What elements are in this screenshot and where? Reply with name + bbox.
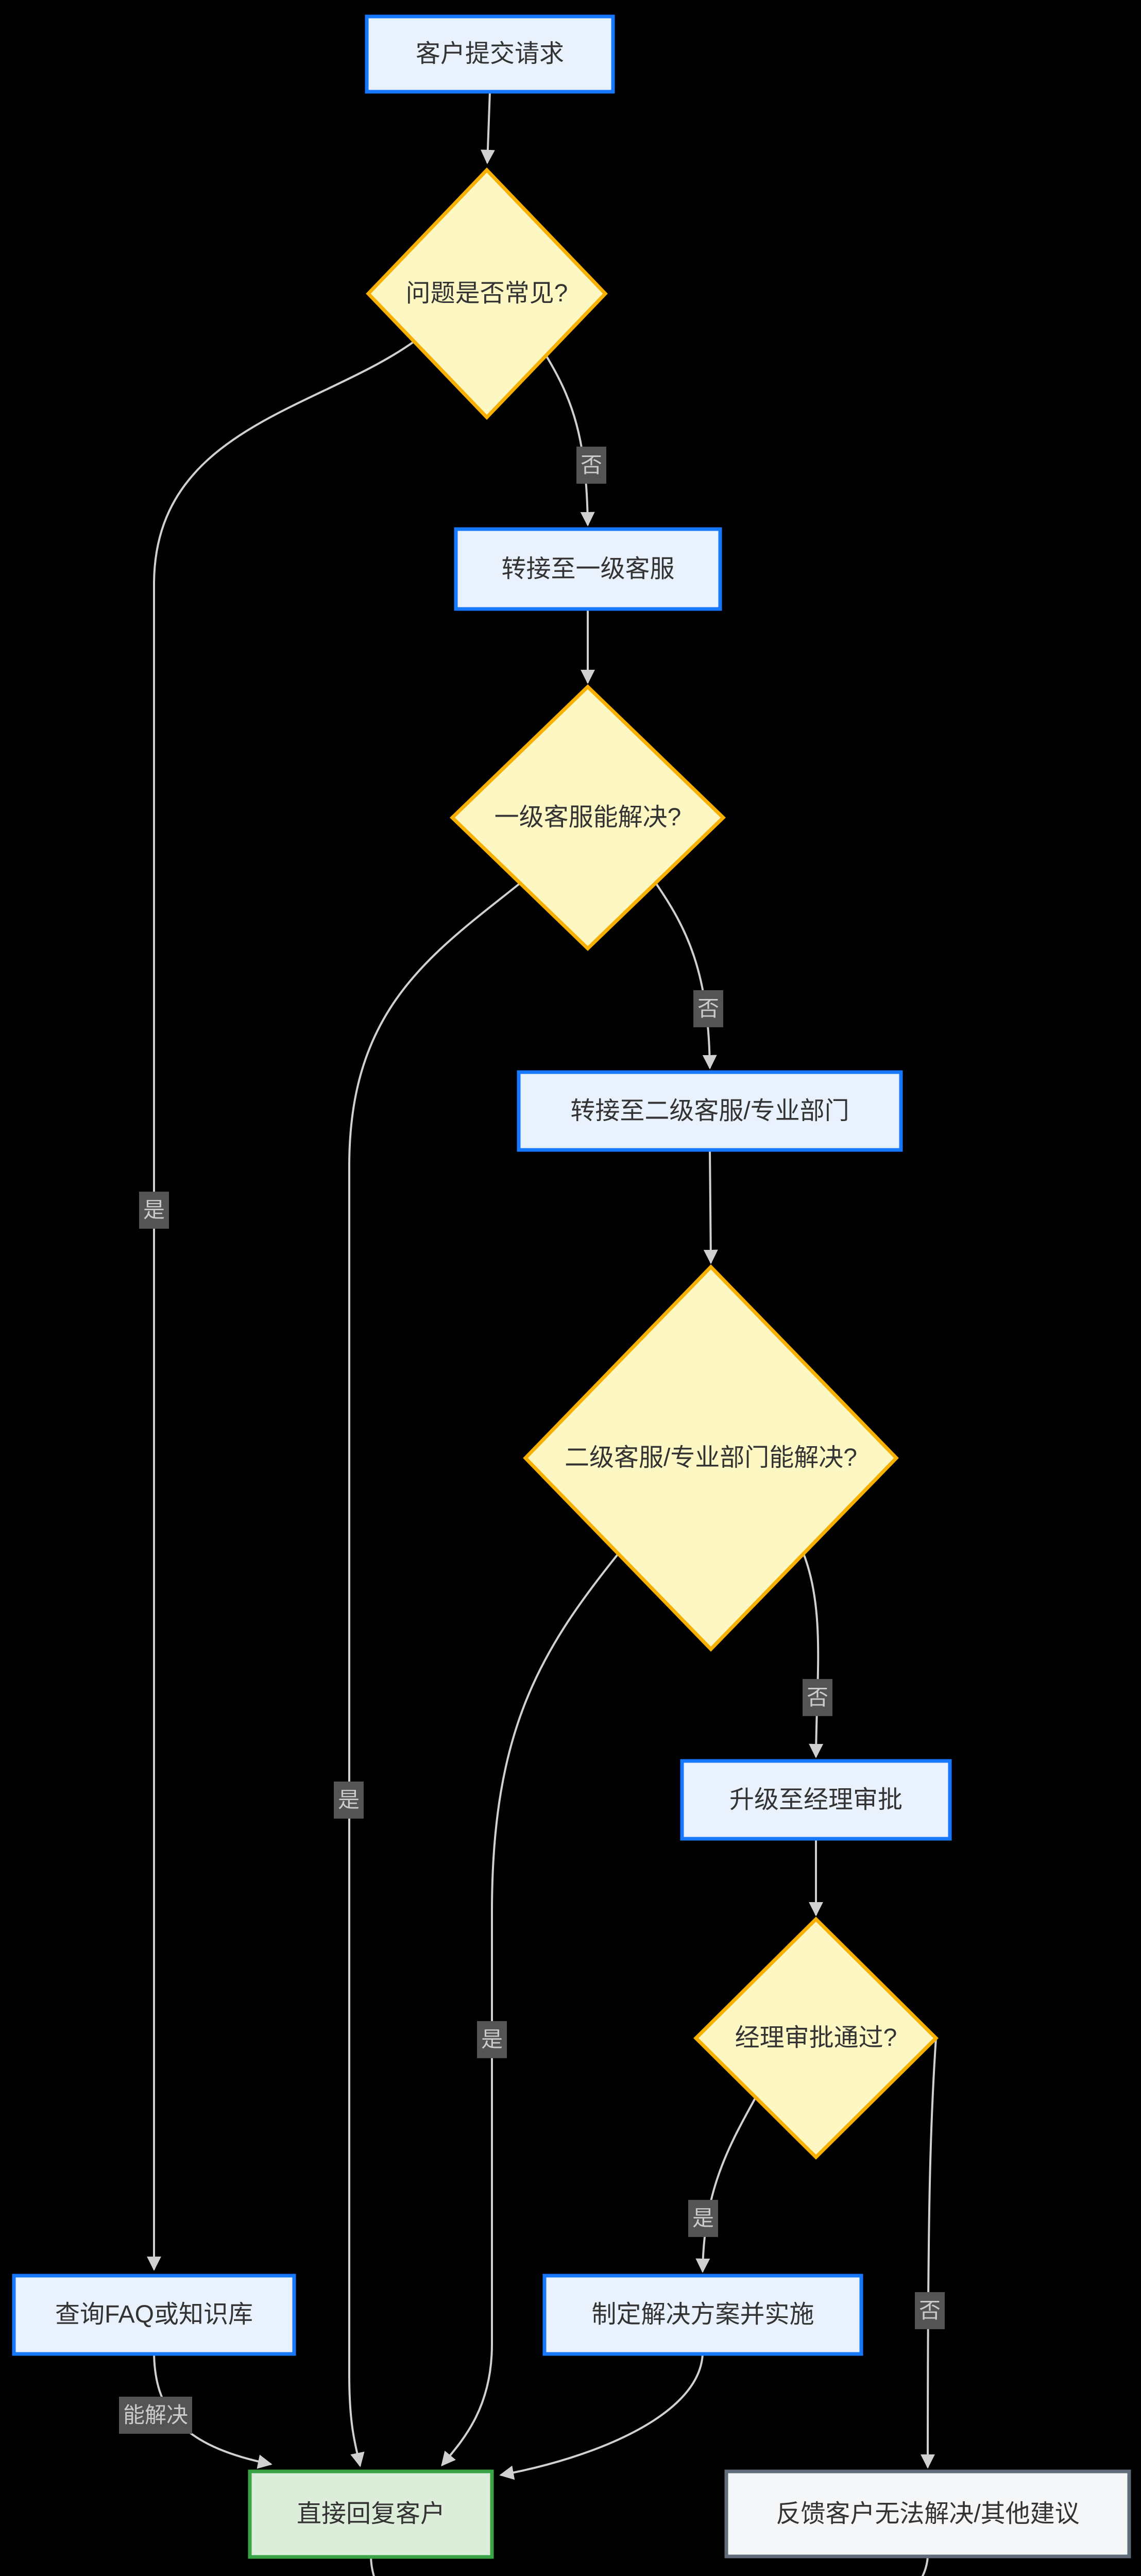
edge-label-yes-approve: 是 (688, 2199, 719, 2238)
edge-submit-to-common (480, 91, 495, 164)
node-shape-customer-submit (365, 14, 615, 94)
edge-label-yes-common: 是 (139, 1191, 169, 1229)
node-shape-question-common (366, 167, 608, 420)
node-shape-reply-customer (248, 2469, 494, 2559)
node-shape-transfer-l1 (454, 527, 722, 611)
edge-label-no-common: 否 (576, 446, 607, 484)
node-shape-transfer-l2 (517, 1070, 903, 1152)
node-shape-query-faq (12, 2274, 296, 2356)
edge-l2solve-no-to-manager (803, 1553, 824, 1758)
node-reply-customer: 直接回复客户 (296, 2500, 445, 2528)
decision-manager-approve: 经理审批通过? (735, 2024, 897, 2052)
edge-label-yes-l1: 是 (333, 1781, 364, 1819)
node-transfer-l1: 转接至一级客服 (501, 555, 675, 583)
edge-approve-no-to-feedback (921, 2038, 937, 2469)
node-shape-escalate-manager (680, 1759, 952, 1841)
node-query-faq: 查询FAQ或知识库 (55, 2301, 253, 2329)
node-shape-make-solution (542, 2274, 863, 2356)
edge-label-no-l2: 否 (802, 1679, 833, 1717)
edge-l2-to-l2solve (703, 1149, 718, 1264)
node-make-solution: 制定解决方案并实施 (591, 2301, 814, 2329)
edge-solution-to-reply (499, 2353, 704, 2480)
edge-l1solve-yes-to-reply (348, 882, 521, 2467)
node-shape-feedback-unsolved (724, 2469, 1131, 2558)
edge-common-yes-to-faq (147, 340, 416, 2271)
edge-l2solve-yes-to-reply (441, 1553, 619, 2467)
node-escalate-manager: 升级至经理审批 (729, 1786, 902, 1814)
decision-l1-solve: 一级客服能解决? (494, 804, 682, 832)
node-customer-submit: 客户提交请求 (415, 40, 564, 68)
node-feedback-unsolved: 反馈客户无法解决/其他建议 (776, 2500, 1080, 2528)
edge-feedback-to-close (921, 2556, 929, 2576)
edge-label-faq-solved: 能解决 (118, 2396, 193, 2434)
node-shape-l1-solve (449, 684, 726, 951)
edge-reply-to-close (370, 2556, 376, 2576)
node-shape-l2-solve (523, 1264, 899, 1652)
edge-common-no-to-l1 (545, 354, 595, 527)
edge-label-no-approve: 否 (914, 2292, 945, 2330)
decision-question-common: 问题是否常见? (405, 280, 568, 308)
edge-approve-yes-to-solution (695, 2097, 757, 2273)
edge-l1solve-no-to-l2 (655, 882, 717, 1070)
node-shape-manager-approve (693, 1917, 939, 2160)
edge-label-yes-l2: 是 (476, 2021, 507, 2059)
decision-l2-solve: 二级客服/专业部门能解决? (564, 1444, 858, 1472)
edge-label-no-l1: 否 (693, 990, 724, 1028)
node-transfer-l2: 转接至二级客服/专业部门 (570, 1097, 849, 1125)
